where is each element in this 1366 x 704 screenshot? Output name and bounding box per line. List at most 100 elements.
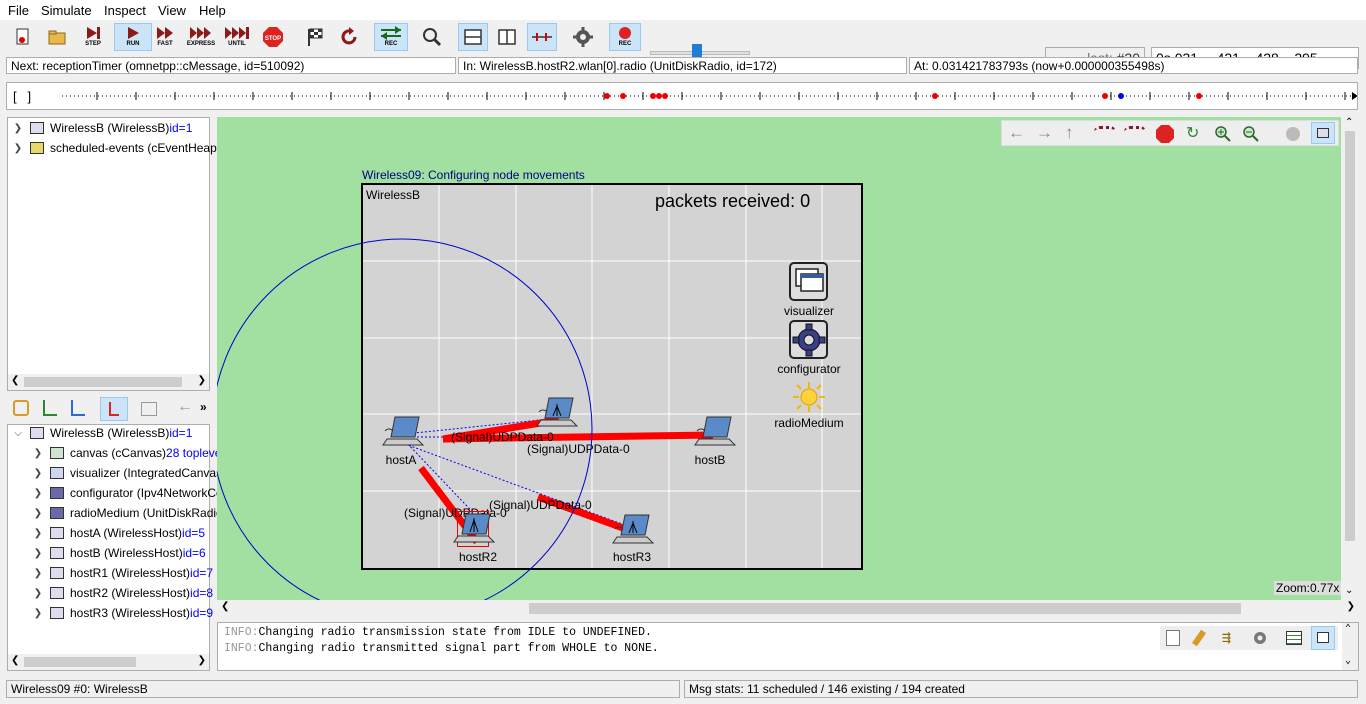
tree-mode-button-2[interactable]: [43, 400, 57, 416]
menu-file[interactable]: File: [8, 3, 29, 18]
hostB-node[interactable]: [693, 415, 737, 447]
layout-relayout-icon[interactable]: [1124, 126, 1146, 138]
hostR3-node[interactable]: [611, 513, 655, 545]
scroll-right-icon[interactable]: ❯: [197, 655, 206, 666]
step-button[interactable]: STEP: [78, 23, 108, 51]
forward-icon[interactable]: →: [1036, 123, 1053, 142]
more-chevron-icon[interactable]: »: [200, 400, 207, 414]
run-button[interactable]: RUN: [114, 23, 152, 51]
chevron-right-icon[interactable]: ❯: [33, 547, 43, 559]
scroll-thumb[interactable]: [24, 377, 182, 387]
scroll-left-icon[interactable]: ❮: [221, 601, 230, 612]
rebuild-network-button[interactable]: [335, 23, 365, 51]
timeline-event-marker[interactable]: [620, 93, 626, 99]
animation-speed-slider[interactable]: [650, 44, 750, 66]
gear-icon[interactable]: [1252, 630, 1268, 646]
menu-inspect[interactable]: Inspect: [104, 3, 146, 18]
tree-bottom-hscrollbar[interactable]: ❮ ❯: [8, 654, 209, 670]
timeline-event-marker[interactable]: [1196, 93, 1202, 99]
hostR2-node[interactable]: [453, 511, 496, 547]
configurator-module[interactable]: [789, 320, 829, 360]
chevron-right-icon[interactable]: ❯: [13, 122, 23, 134]
log-panel[interactable]: INFO:Changing radio transmission state f…: [217, 622, 1359, 671]
hostA-node[interactable]: [381, 415, 425, 447]
new-network-button[interactable]: [8, 23, 38, 51]
scroll-left-icon[interactable]: ❮: [11, 655, 20, 666]
timeline-event-marker[interactable]: [604, 93, 610, 99]
bookmark-icon[interactable]: [1191, 629, 1207, 647]
tree-root-wirelessb[interactable]: ⌵ WirelessB (WirelessB) id=1: [8, 423, 192, 443]
scroll-down-icon[interactable]: ⌄: [1345, 656, 1352, 667]
load-ned-button[interactable]: [42, 23, 72, 51]
chevron-right-icon[interactable]: ❯: [13, 142, 23, 154]
menu-view[interactable]: View: [158, 3, 186, 18]
chevron-right-icon[interactable]: ❯: [33, 467, 43, 479]
log-vscrollbar[interactable]: ⌃ ⌄: [1342, 623, 1358, 670]
find-objects-button[interactable]: [417, 23, 447, 51]
scroll-thumb[interactable]: [529, 603, 1241, 614]
video-record-button[interactable]: REC: [609, 23, 641, 51]
tree-top-hscrollbar[interactable]: ❮ ❯: [8, 374, 209, 390]
chevron-right-icon[interactable]: ❯: [33, 567, 43, 579]
chevron-right-icon[interactable]: ❯: [33, 447, 43, 459]
stop-button[interactable]: STOP: [258, 23, 288, 51]
network-canvas[interactable]: ← → ↑ ↻ Wireless09: Configuring node mov…: [217, 117, 1359, 600]
tree-item-wirelessb[interactable]: ❯ WirelessB (WirelessB) id=1: [8, 118, 193, 138]
timeline-event-marker[interactable]: [662, 93, 668, 99]
timeline-toggle-button[interactable]: [527, 23, 557, 51]
timeline-event-marker[interactable]: [1118, 93, 1124, 99]
visualizer-module[interactable]: [789, 262, 829, 302]
timeline-event-marker[interactable]: [1102, 93, 1108, 99]
timeline-event-marker[interactable]: [656, 93, 662, 99]
slider-handle[interactable]: [692, 44, 702, 62]
scroll-down-icon[interactable]: ⌄: [1345, 585, 1354, 596]
timeline[interactable]: [ ]: [6, 82, 1358, 110]
zoom-in-icon[interactable]: [1214, 125, 1232, 143]
chevron-right-icon[interactable]: ❯: [33, 507, 43, 519]
preferences-button[interactable]: [568, 23, 598, 51]
menu-help[interactable]: Help: [199, 3, 226, 18]
conclude-simulation-button[interactable]: [300, 23, 330, 51]
tree-child-item[interactable]: ❯hostA (WirelessHost) id=5: [28, 523, 205, 543]
scroll-thumb[interactable]: [24, 657, 136, 667]
timeline-event-marker[interactable]: [932, 93, 938, 99]
parent-module-icon[interactable]: ↑: [1065, 123, 1074, 142]
log-view-toggle[interactable]: [1311, 626, 1335, 650]
layout-restart-icon[interactable]: [1094, 126, 1116, 138]
tree-mode-button-1[interactable]: [13, 400, 29, 416]
layout-vertical-button[interactable]: [492, 23, 522, 51]
radio-medium-module[interactable]: [791, 381, 827, 413]
scroll-left-icon[interactable]: ❮: [11, 375, 20, 386]
copy-log-icon[interactable]: [1166, 630, 1180, 646]
canvas-view-toggle[interactable]: [1311, 122, 1335, 144]
layout-horizontal-button[interactable]: [458, 23, 488, 51]
timeline-event-marker[interactable]: [650, 93, 656, 99]
tree-child-item[interactable]: ❯hostB (WirelessHost) id=6: [28, 543, 206, 563]
back-icon[interactable]: ←: [1008, 123, 1025, 142]
tree-mode-button-5[interactable]: [141, 402, 157, 416]
fast-button[interactable]: FAST: [150, 23, 180, 51]
chevron-down-icon[interactable]: ⌵: [14, 427, 22, 439]
canvas-vscrollbar[interactable]: ⌃ ⌄: [1341, 117, 1359, 600]
chevron-right-icon[interactable]: ❯: [33, 587, 43, 599]
tree-child-item[interactable]: ❯hostR3 (WirelessHost) id=9: [28, 603, 213, 623]
chevron-right-icon[interactable]: ❯: [33, 487, 43, 499]
zoom-out-icon[interactable]: [1242, 125, 1260, 143]
find-next-icon[interactable]: ⇶: [1222, 630, 1232, 647]
module-shape-icon[interactable]: [1284, 125, 1302, 143]
messages-view-icon[interactable]: [1286, 631, 1302, 645]
back-arrow-icon[interactable]: ←: [177, 398, 193, 415]
scroll-thumb[interactable]: [1345, 131, 1355, 541]
canvas-hscrollbar[interactable]: ❮ ❯: [217, 600, 1359, 617]
hostR1-node[interactable]: [535, 396, 579, 428]
event-recording-toggle-button[interactable]: REC: [374, 23, 408, 51]
scroll-right-icon[interactable]: ❯: [1346, 601, 1355, 612]
tree-mode-button-3[interactable]: [71, 400, 85, 416]
chevron-right-icon[interactable]: ❯: [33, 527, 43, 539]
menu-simulate[interactable]: Simulate: [41, 3, 92, 18]
tree-child-item[interactable]: ❯canvas (cCanvas) 28 toplevel: [28, 443, 224, 463]
scroll-up-icon[interactable]: ⌃: [1345, 117, 1354, 128]
express-button[interactable]: EXPRESS: [186, 23, 216, 51]
until-button[interactable]: UNTIL: [222, 23, 252, 51]
tree-item-scheduled-events[interactable]: ❯ scheduled-events (cEventHeap): [8, 138, 221, 158]
